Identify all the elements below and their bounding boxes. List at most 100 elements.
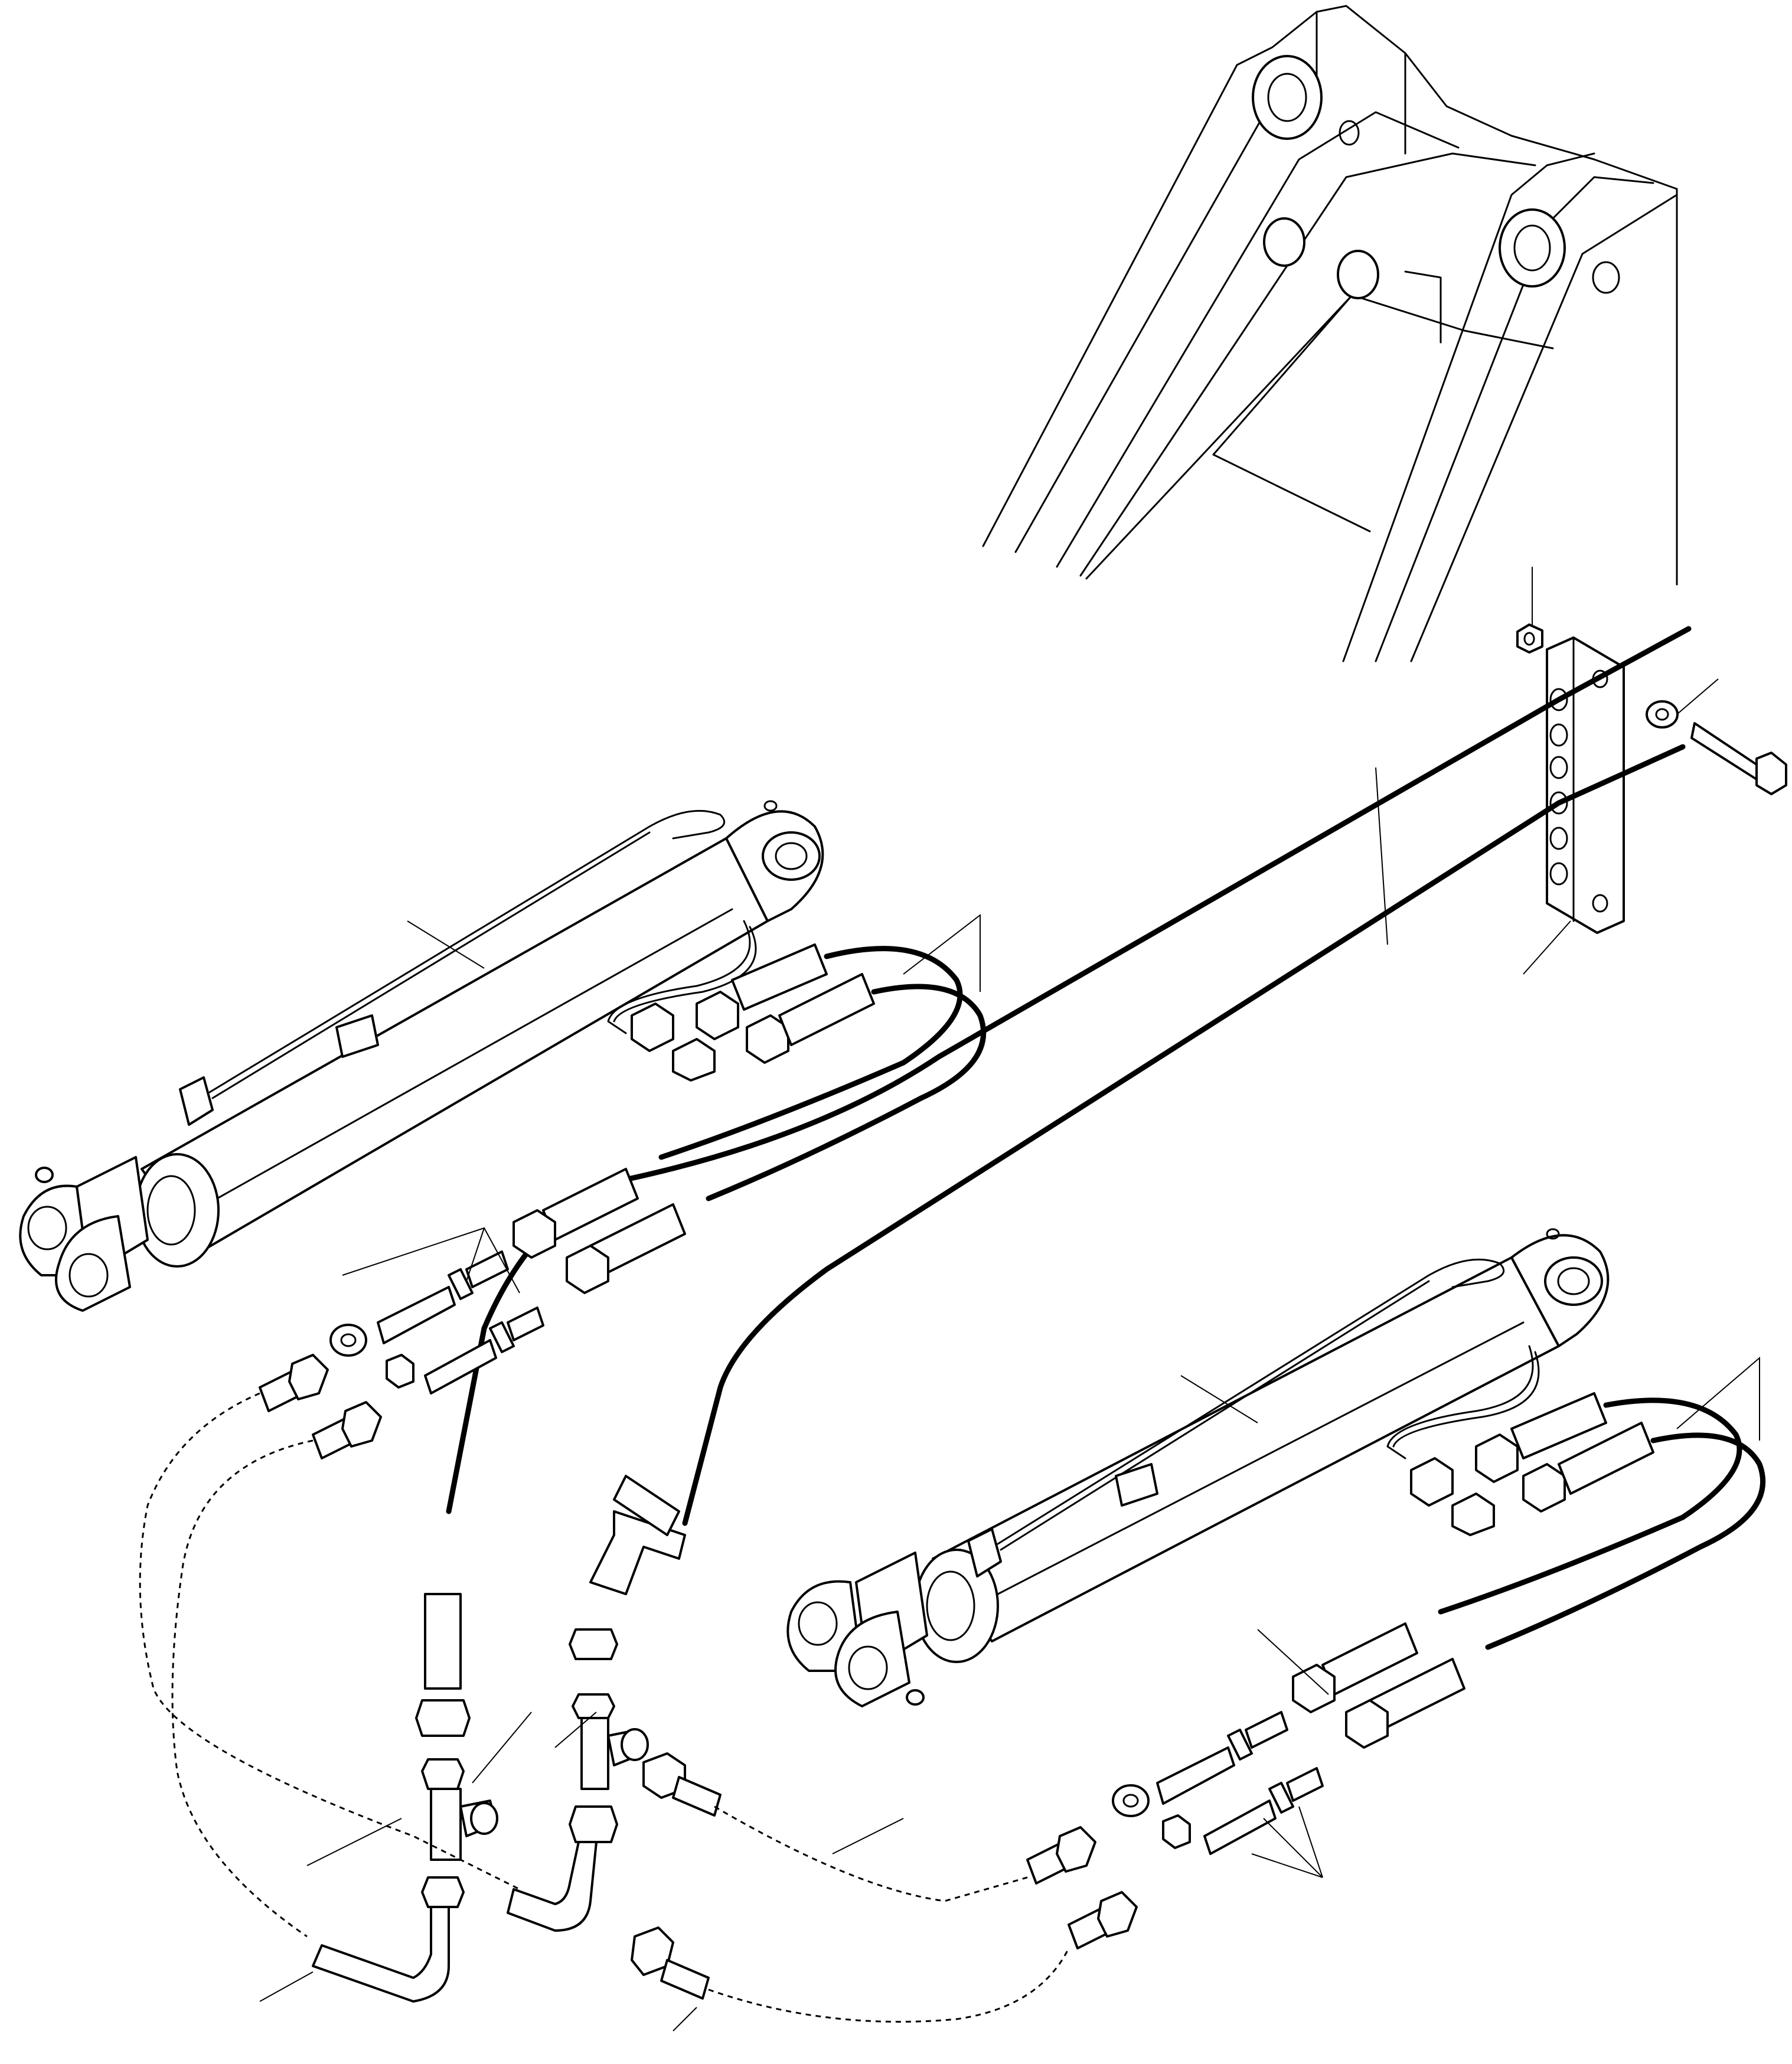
left-cylinder-pin-grease [35,1167,54,1183]
dashed-route-2 [171,1439,314,1938]
leader-line [259,1971,314,2002]
clamp-hole-2 [1549,723,1568,747]
washer [1112,1784,1150,1817]
leader-line [407,920,485,969]
stud-bolt-thread [465,1250,509,1288]
boom-cross-member-2 [1079,152,1536,577]
left-pipe-adapters [259,1354,382,1459]
elbow-pipe [312,1906,450,2003]
left-cylinder-port-boss [179,1076,214,1126]
boom-edge-2 [1212,453,1371,533]
boom-edge [1212,294,1353,456]
pipe-adapter-hex [288,1354,329,1400]
boom-pivot-hole-right [1513,224,1551,272]
hex-nut-fitting [421,1876,465,1908]
leader-line [306,1818,402,1866]
clamp-hole-4 [1549,791,1568,815]
right-cylinder-clevis-hole-1 [798,1601,838,1646]
stud-bolt [424,1339,497,1394]
left-cylinder-lower-pipe [607,920,751,1034]
leader-line [1676,678,1719,715]
boom-cross-member [1056,111,1460,568]
hex-nut-fitting [1475,1433,1519,1483]
short-hose-c [1438,1397,1742,1615]
boom-side-hole [1592,261,1620,294]
boom-left-arm-outer [982,5,1678,547]
leader-line [472,1712,532,1784]
right-cylinder-clevis-hole-2 [848,1645,888,1690]
right-cylinder-steel-pipe-2 [1000,1280,1430,1551]
clamp-nut-hole [1523,632,1535,646]
right-cylinder-pin-grease [906,1689,925,1706]
stud-bolt-thread [507,1307,544,1341]
left-cylinder-rear-bore-inner [775,842,808,870]
pipe-adapter-hex [341,1401,382,1448]
leader-line [673,2007,697,2032]
clamp-bolt-shank [1690,722,1758,780]
main-hoses [446,626,1692,1526]
hose-ferrule [778,973,875,1046]
hex-nut-fitting [415,1699,471,1737]
stud-bolt-thread [1245,1711,1288,1749]
left-cylinder-fittings [513,913,987,1294]
left-cylinder-clevis-hole-2 [68,1253,109,1298]
hex-nut-fitting [569,1628,618,1660]
pipe-adapter-hex [1056,1826,1096,1873]
elbow-pipe [507,1841,598,1932]
tee-body [430,1788,462,1861]
hex-nut-fitting [746,1014,789,1064]
stud-bolt [1156,1746,1235,1805]
clamp-bolt-hole-bottom [1592,894,1608,913]
washer-hole [1122,1794,1139,1808]
dashed-pipe-routes [139,1392,1070,2023]
stud-collar [1268,1782,1294,1814]
leader-line [1676,1356,1760,1441]
hose-ferrule-vertical [424,1593,462,1690]
left-cylinder-clevis-ear-2 [55,1215,131,1312]
hose-ferrule [613,1475,680,1536]
right-cylinder-grease-nipple [1546,1228,1560,1240]
right-cylinder-pipe-clip [1115,1463,1158,1507]
hex-nut-fitting [1345,1699,1389,1749]
fitting-adapter [631,1002,674,1052]
clamp-hole-3 [1549,756,1568,779]
stud-bolt [1203,1800,1277,1855]
boom-small-hole [1339,120,1360,146]
stud-bolt [377,1286,456,1344]
dashed-route-3 [714,1805,1028,1902]
boom-step [1404,270,1442,344]
boom-link-pin-1 [1263,217,1305,267]
clamp-washer [1646,700,1679,729]
hex-nut [1162,1814,1191,1849]
left-lift-cylinder [19,800,824,1312]
left-cylinder-steel-pipe-2 [211,831,651,1099]
hose-ferrule [1558,1422,1654,1495]
dashed-route-4 [708,1948,1070,2023]
fitting-adapter [1451,1493,1495,1536]
right-cylinder-steel-pipe [997,1258,1505,1545]
leader-line [1375,767,1388,945]
boom-right-arm-outer [1342,152,1595,662]
hex-nut-fitting [1522,1463,1566,1513]
fitting-adapter [1410,1457,1454,1507]
right-cylinder-barrel [932,1256,1560,1642]
stud-collar [489,1321,515,1353]
hose-ferrule [731,943,828,1011]
clamp-hole-5 [1549,827,1568,850]
hex-nut-fitting [566,1245,609,1294]
right-cylinder-lower-pipe [1386,1345,1534,1459]
fitting-adapter [672,1038,716,1082]
right-cylinder-barrel-line [997,1321,1525,1595]
left-valve-hardware [329,1227,544,1394]
left-cylinder-pipe-clip [335,1014,379,1058]
left-cylinder-grease-nipple [763,800,778,812]
leader-line [903,913,981,992]
clamp-bolt-head [1755,752,1787,795]
right-valve-hardware [1026,1629,1329,1949]
leader-line [554,1712,597,1748]
hex-nut-fitting [1292,1664,1336,1713]
right-cylinder-lower-pipe-2 [1392,1351,1540,1448]
clamp-washer-hole [1655,708,1669,721]
clamp-nut [1516,623,1543,654]
